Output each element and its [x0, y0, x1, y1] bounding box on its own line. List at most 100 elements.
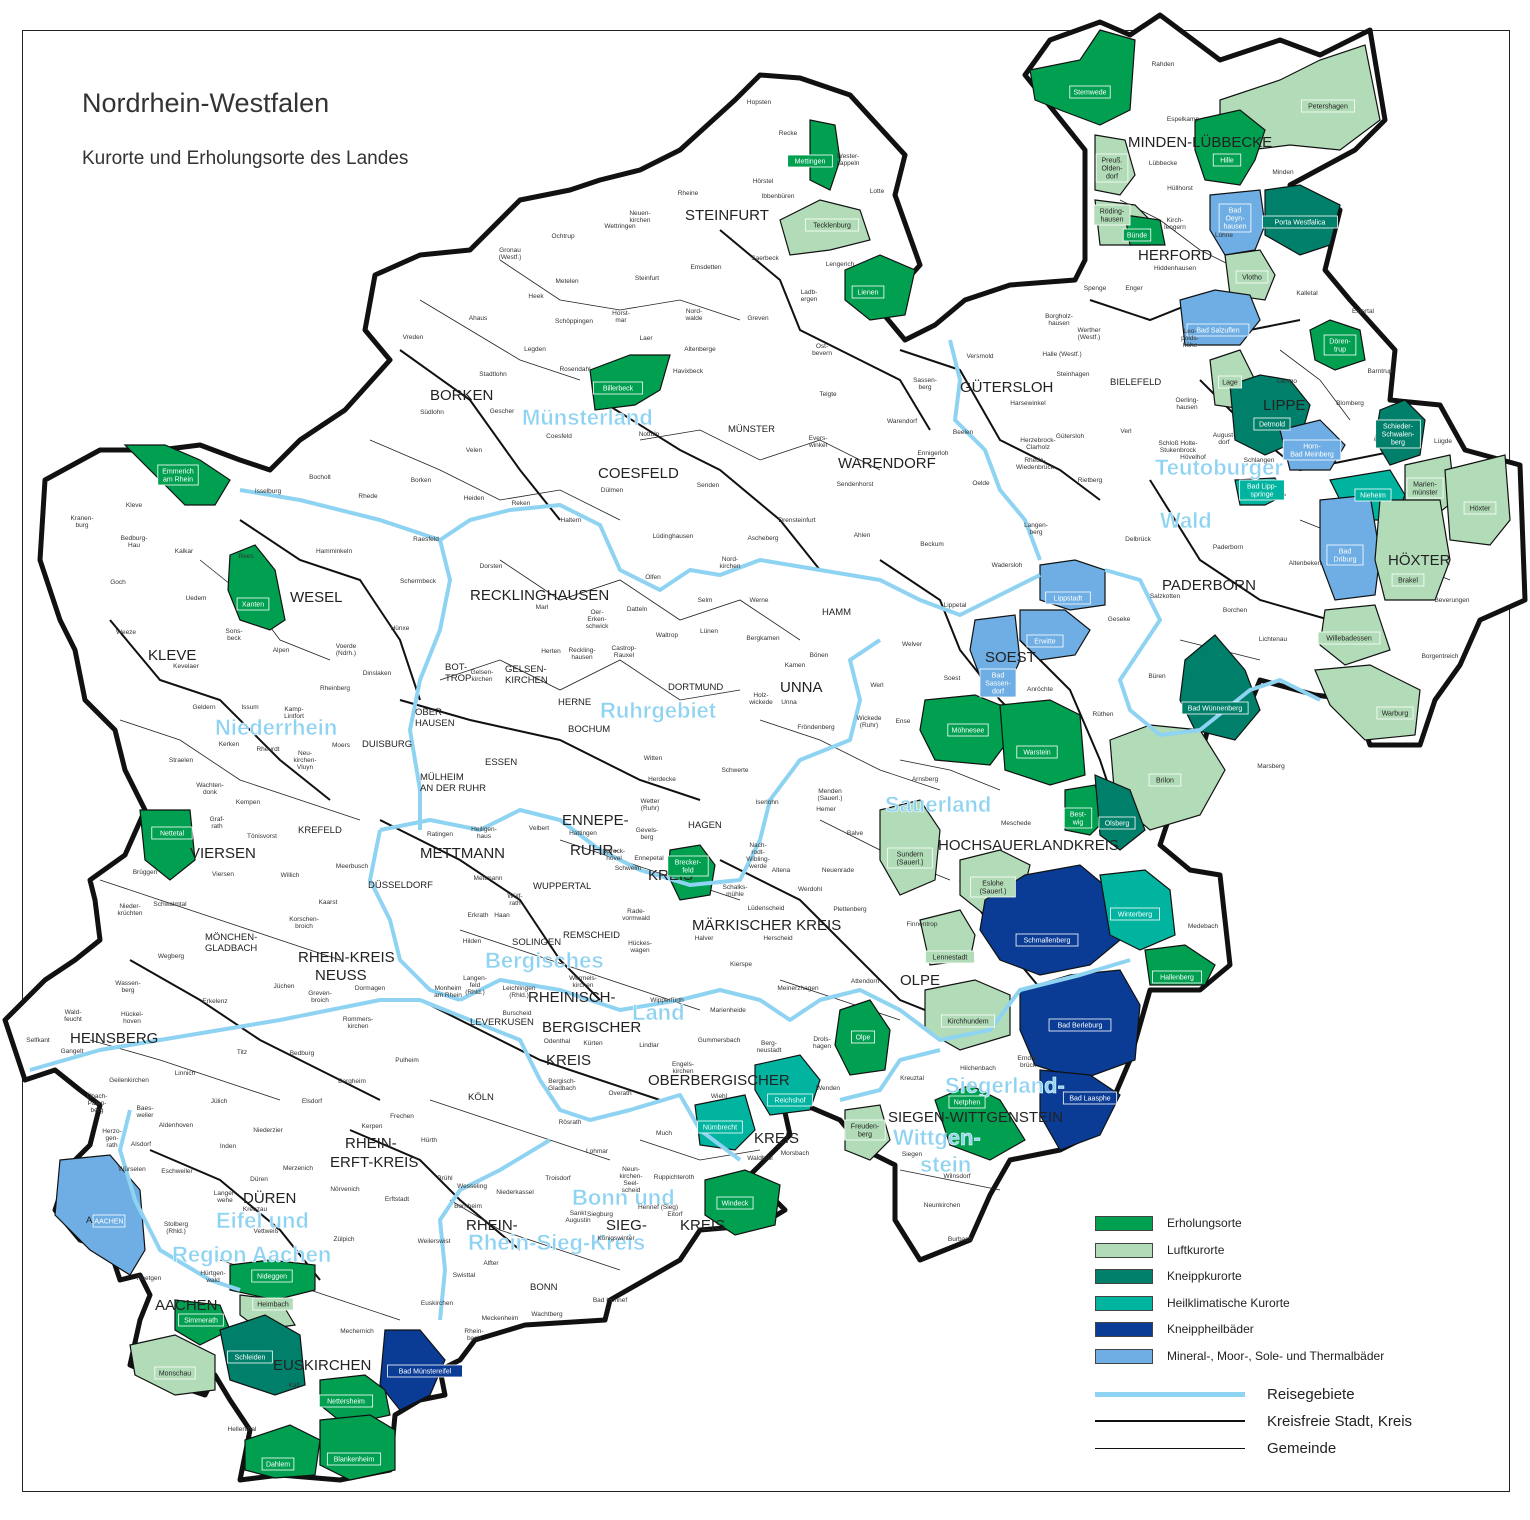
town-label: Marienheide [710, 1007, 746, 1014]
town-label: Burscheid [503, 1010, 532, 1017]
town-label: Bad Honnef [593, 1297, 628, 1304]
town-label: Lübbecke [1149, 160, 1178, 167]
town-label: Kalletal [1296, 290, 1318, 297]
spa-label: Sundern(Sauerl.) [897, 852, 924, 867]
town-label: Sons-beck [226, 628, 243, 642]
town-label: Meschede [1001, 820, 1031, 827]
town-label: Werdohl [798, 886, 823, 893]
town-label: Herzebrock-Clarholz [1020, 437, 1055, 451]
town-label: Stolberg(Rhld.) [164, 1221, 189, 1235]
spa-label-box [1148, 773, 1182, 787]
spa-label: Heimbach [257, 1302, 289, 1309]
legend-swatch [1095, 1268, 1153, 1284]
town-label: Wester-kappeln [837, 153, 860, 167]
spa-label: Nettetal [160, 831, 185, 838]
city-hagen: HAGEN [688, 820, 722, 831]
spa-label-box [1026, 634, 1064, 648]
spa-label-box [1093, 204, 1131, 226]
town-label: Sendenhorst [837, 481, 874, 488]
town-label: Legden [524, 346, 546, 353]
city-remscheid: REMSCHEID [563, 930, 620, 941]
area-warburg [1314, 664, 1421, 741]
town-label: Ense [896, 718, 911, 725]
town-label: Odenthal [544, 1038, 571, 1045]
spa-label-box [1282, 439, 1342, 461]
district-mettmann: METTMANN [420, 845, 505, 862]
spa-label: Dören-trup [1329, 339, 1351, 354]
spa-label: Olpe [856, 1035, 871, 1042]
town-label: Siegburg [587, 1211, 613, 1218]
town-label: Neun-kirchen-Seel-scheid [619, 1166, 642, 1194]
town-label: Wegberg [158, 953, 185, 960]
town-label: Dinslaken [363, 670, 392, 677]
region-teutoburger-2: Wald [1160, 508, 1212, 533]
town-label: Brühl [437, 1175, 453, 1182]
kreis-boundaries [109, 229, 1401, 1281]
district-warendorf: WARENDORF [838, 455, 936, 472]
spa-label: Monschau [159, 1371, 191, 1378]
town-label: Verl [1120, 428, 1132, 435]
spa-label: Reichshof [774, 1098, 805, 1105]
town-label: Bönen [810, 652, 829, 659]
town-label: Kempen [236, 799, 261, 806]
town-label: Halver [695, 935, 715, 942]
reisegebiete-lines [29, 339, 1321, 1321]
spa-label-box [157, 464, 199, 486]
spa-label: Freuden-berg [851, 1124, 880, 1139]
district-unna: UNNA [780, 679, 823, 696]
town-label: Rhein-bach [464, 1328, 483, 1342]
town-label: Geilenkirchen [109, 1077, 149, 1084]
district-rheinisch-1: RHEINISCH- [528, 989, 616, 1006]
spa-label-box [844, 1119, 886, 1141]
town-label: Pulheim [395, 1057, 418, 1064]
town-label: Wiehl [711, 1093, 728, 1100]
town-label: Soest [944, 675, 961, 682]
town-label: Lindlar [639, 1042, 659, 1049]
town-label: Eschweiler [161, 1168, 193, 1175]
town-label: Rheine [678, 190, 699, 197]
city-bonn: BONN [530, 1282, 558, 1293]
town-label: Leichlingen(Rhld.) [503, 985, 536, 999]
district-steinfurt: STEINFURT [685, 207, 769, 224]
town-label: Lohmar [586, 1148, 609, 1155]
spa-label: Röding-hausen [1100, 209, 1125, 224]
town-label: Kaarst [319, 899, 338, 906]
legend-line [1095, 1420, 1245, 1422]
district-viersen: VIERSEN [190, 845, 256, 862]
spa-label: Nideggen [257, 1274, 287, 1281]
town-label: Langen-berg [1024, 522, 1048, 536]
city-solingen: SOLINGEN [512, 937, 561, 948]
town-label: Waltrop [656, 632, 679, 639]
spa-label-box [1110, 907, 1160, 921]
spa-label: Detmold [1259, 422, 1285, 429]
town-label: Hückel-hoven [121, 1011, 143, 1025]
town-label: Kamp-Lintfort [284, 706, 304, 720]
town-label: Geldern [192, 704, 216, 711]
spa-label-box [1098, 816, 1136, 830]
district-aachen: AACHEN [155, 1297, 218, 1314]
town-label: Alpen [273, 647, 290, 654]
spa-label: Schieder-Schwalen-berg [1382, 424, 1415, 447]
town-label: Schwelm [615, 865, 641, 872]
town-label: Kierspe [730, 961, 752, 968]
spa-label: Schmallenberg [1024, 938, 1071, 945]
district-maerkischer: MÄRKISCHER KREIS [692, 917, 841, 934]
spa-label-box [716, 1196, 754, 1210]
town-label: Jülich [211, 1098, 228, 1105]
town-label: Wickede(Ruhr) [857, 715, 882, 729]
spa-label-box [948, 1095, 986, 1109]
area-warstein [999, 699, 1086, 786]
town-label: Wülf-rath [507, 893, 522, 907]
district-ennepe-1: ENNEPE- [562, 812, 629, 829]
town-label: Eitorf [667, 1211, 682, 1218]
town-label: Schlangen [1244, 457, 1275, 464]
district-borken: BORKEN [430, 387, 493, 404]
region-eifel-1: Eifel und [216, 1208, 309, 1233]
town-label: Berg-neustadt [757, 1040, 782, 1054]
area-hoexter [1444, 454, 1511, 546]
spa-label-box [1354, 488, 1392, 502]
town-label: Siegen [902, 1151, 923, 1158]
town-label: Wenden [816, 1085, 840, 1092]
